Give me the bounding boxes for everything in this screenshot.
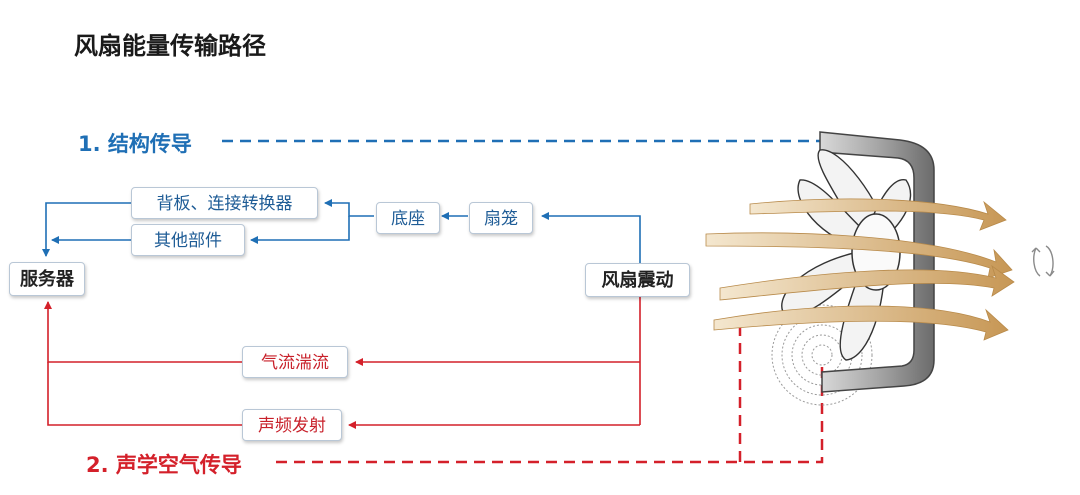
fan-frame xyxy=(819,131,935,393)
node-base: 底座 xyxy=(376,202,440,234)
node-fan-vibration: 风扇震动 xyxy=(585,263,690,297)
node-airflow-turbulence: 气流湍流 xyxy=(242,346,348,378)
airflow-arrows xyxy=(705,198,1015,341)
emission-to-server-line xyxy=(47,362,242,426)
vibration-to-cage-line xyxy=(541,212,641,264)
node-other-parts: 其他部件 xyxy=(131,224,245,256)
rotation-icon xyxy=(1031,245,1055,277)
diagram-title: 风扇能量传输路径 xyxy=(74,32,266,60)
turbulence-to-server-line xyxy=(44,301,242,363)
node-backplane: 背板、连接转换器 xyxy=(131,187,318,219)
base-to-other-parts-line xyxy=(250,216,350,244)
node-server: 服务器 xyxy=(9,262,85,296)
base-to-backplane-line xyxy=(324,199,374,217)
node-fan-cage: 扇笼 xyxy=(469,202,533,234)
structural-path-label: 1. 结构传导 xyxy=(78,132,192,156)
acoustic-path-label: 2. 声学空气传导 xyxy=(86,453,242,477)
node-acoustic-emission: 声频发射 xyxy=(242,409,342,441)
fan-illustration xyxy=(705,131,1055,406)
backplane-to-server-line xyxy=(42,202,131,257)
acoustic-path-dashed-line xyxy=(276,360,824,464)
